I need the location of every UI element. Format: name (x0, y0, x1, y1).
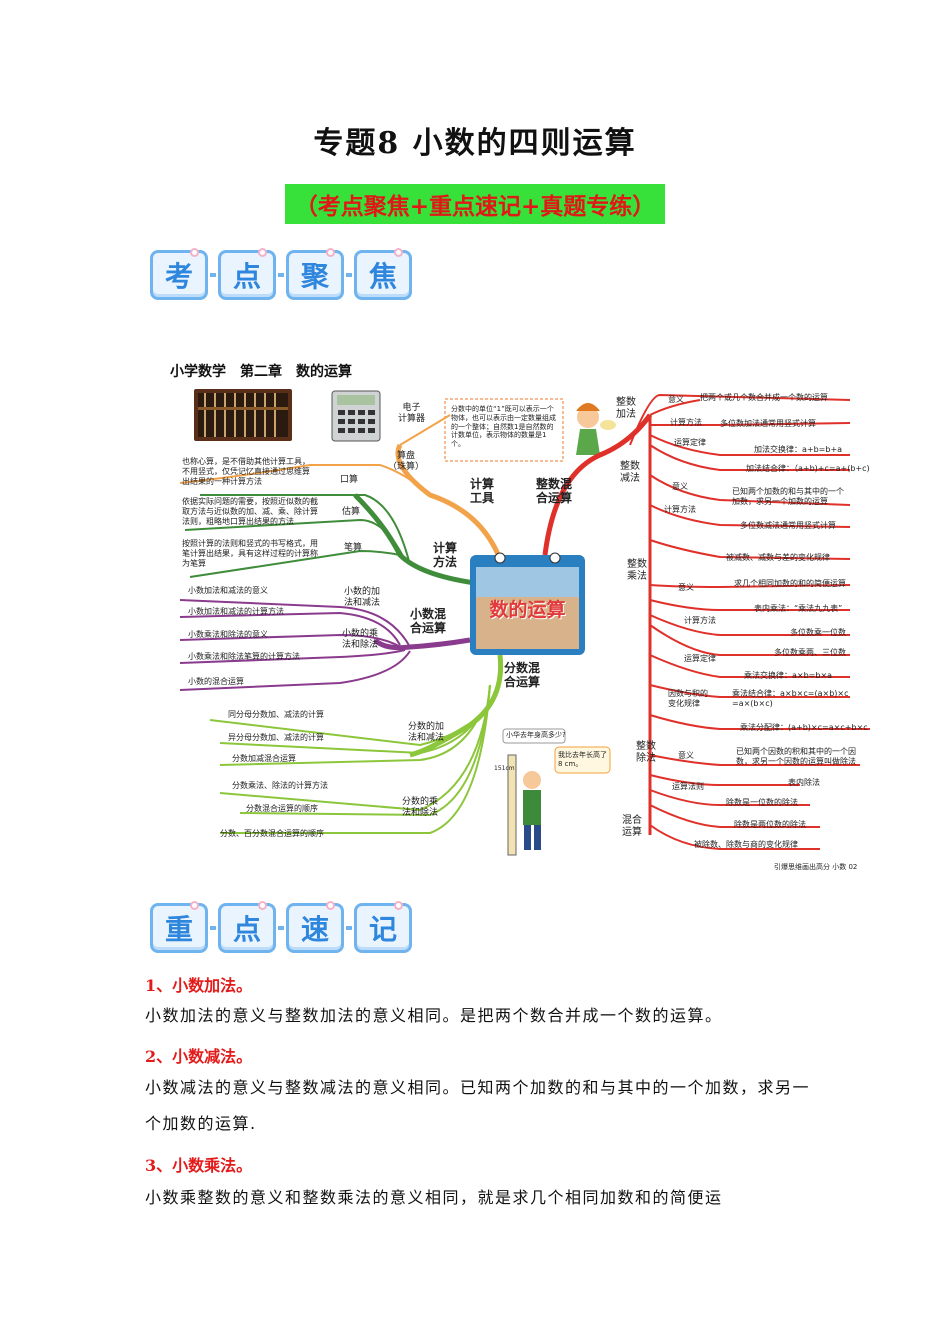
badge-char: 点 (218, 901, 276, 953)
add-assoc: 加法结合律：（a+b)+c=a+(b+c) (746, 464, 870, 473)
mul-meaning: 求几个相同加数的和的简便运算 (734, 579, 846, 588)
page-subtitle: （考点聚焦+重点速记+真题专练） (284, 184, 666, 224)
mind-map-title: 小学数学 第二章 数的运算 (170, 364, 352, 380)
add-comm: 加法交换律：a+b=b+a (754, 445, 843, 454)
node-fraction-add-sub: 分数的加 法和减法 (408, 722, 445, 743)
node-oral: 口算 (340, 475, 359, 485)
decimal-item: 小数加法和减法的计算方法 (188, 607, 284, 616)
written-desc: 按照计算的法则和竖式的书写格式，用笔计算出结果，具有这样过程的计算称为笔算 (182, 539, 318, 568)
div-two: 除数是两位数的除法 (734, 820, 806, 829)
node-written: 笔算 (344, 543, 363, 553)
sub-meaning: 已知两个加数的和与其中的一个加数，求另一个加数的运算 (732, 487, 844, 506)
add-meaning: 把两个或几个数合并成一个数的运算 (700, 393, 828, 402)
node-integer-mul: 整数 乘法 (627, 559, 647, 582)
div-table: 表内除法 (788, 778, 820, 787)
badge-row-keynotes: 重 点 速 记 (150, 901, 412, 953)
label-calc-method: 计算方法 (684, 616, 716, 625)
badge-char: 重 (150, 901, 208, 953)
section-text: 小数加法的意义与整数加法的意义相同。是把两个数合并成一个数的运算。 (145, 1006, 723, 1025)
div-meaning: 已知两个因数的积和其中的一个因数，求另一个因数的运算叫做除法 (736, 747, 856, 766)
mind-map-footer: 引爆思维画出高分 小数 02 (774, 863, 858, 871)
label-calc-method: 计算方法 (670, 418, 702, 427)
estimate-desc: 依据实际问题的需要，按照近似数的截取方法与近似数的加、减、乘、除计算法则，粗略地… (182, 497, 318, 526)
label-meaning: 意义 (668, 395, 684, 404)
mind-map-center: 数的运算 (489, 599, 566, 621)
badge-char: 速 (286, 901, 344, 953)
section-heading: 2、小数减法。 (145, 1047, 253, 1066)
label-factor-rule: 因数与积的 变化规律 (668, 689, 708, 708)
node-electronic-calculator: 电子 计算器 (398, 403, 426, 424)
node-estimate: 估算 (342, 507, 361, 517)
label-law: 运算定律 (684, 654, 716, 663)
node-decimal-mixed: 小数混 合运算 (410, 607, 447, 636)
div-change: 被除数、除数与商的变化规律 (694, 840, 798, 849)
decimal-item: 小数乘法和除法笔算的计算方法 (188, 652, 300, 661)
oral-desc: 也称心算，是不借助其他计算工具，不用竖式，仅凭记忆直接通过思维算出结果的一种计算… (182, 457, 310, 486)
node-tools: 计算 工具 (470, 477, 495, 506)
mul-dist: 乘法分配律：(a+b)×c=a×c+b×c (740, 723, 868, 732)
decimal-item: 小数乘法和除法的意义 (188, 630, 268, 639)
page-title: 专题8 小数的四则运算 (313, 126, 637, 161)
node-abacus: 算盘 （珠算） (388, 451, 425, 472)
fraction-item: 分数混合运算的顺序 (246, 804, 318, 813)
label-calc-method: 计算方法 (664, 505, 696, 514)
section-heading: 1、小数加法。 (145, 976, 253, 995)
height-question: 小华去年身高多少? (506, 731, 566, 739)
mul-assoc: 乘法结合律：a×b×c=(a×b)×c =a×(b×c) (732, 689, 849, 708)
fraction-item: 分数加减混合运算 (232, 754, 296, 763)
badge-row-focus: 考 点 聚 焦 (150, 248, 412, 300)
fraction-item: 异分母分数加、减法的计算 (228, 733, 324, 742)
label-meaning: 意义 (678, 583, 694, 592)
height-measure-icon (507, 754, 541, 856)
unit-note: 分数中的单位“1”既可以表示一个物体，也可以表示由一定数量组成的一个整体；自然数… (451, 405, 556, 448)
section-heading: 3、小数乘法。 (145, 1156, 253, 1175)
node-fraction-mul-div: 分数的乘 法和除法 (402, 797, 439, 818)
sub-method: 多位数减法通常用竖式计算 (740, 521, 836, 530)
node-decimal-mul-div: 小数的乘 法和除法 (342, 629, 379, 650)
div-one: 除数是一位数的除法 (726, 798, 798, 807)
node-integer-sub: 整数 减法 (620, 461, 640, 484)
label-meaning: 意义 (672, 482, 688, 491)
mul-table: 表内乘法：“乘法九九表” (754, 604, 843, 613)
mind-map-branches (179, 389, 870, 856)
section-text: 小数乘整数的意义和整数乘法的意义相同，就是求几个相同加数和的简便运 (145, 1188, 723, 1207)
calculator-icon (331, 390, 381, 442)
fraction-item: 分数、百分数混合运算的顺序 (220, 829, 324, 838)
sub-change: 被减数、减数与差的变化规律 (726, 553, 830, 562)
label-rule: 运算法则 (672, 782, 704, 791)
node-decimal-add-sub: 小数的加 法和减法 (344, 587, 381, 608)
badge-char: 点 (218, 248, 276, 300)
mul-comm: 乘法交换律：a×b=b×a (744, 671, 833, 680)
badge-char: 记 (354, 901, 412, 953)
abacus-icon (194, 389, 292, 441)
node-integer-mixed: 整数混 合运算 (536, 477, 573, 506)
mul-two: 多位数乘两、三位数 (774, 648, 846, 657)
node-mixed-ops: 混合 运算 (622, 815, 642, 838)
badge-char: 聚 (286, 248, 344, 300)
label-meaning: 意义 (678, 751, 694, 760)
label-law: 运算定律 (674, 438, 706, 447)
node-integer-div: 整数 除法 (636, 741, 656, 764)
badge-char: 考 (150, 248, 208, 300)
add-method: 多位数加法通常用竖式计算 (720, 419, 816, 428)
decimal-item: 小数的混合运算 (188, 677, 244, 686)
mind-map: 小学数学 第二章 数的运算 分数中的单位“1”既可以表示一个物体，也可以表示由一… (160, 355, 890, 875)
section-text: 小数减法的意义与整数减法的意义相同。已知两个加数的和与其中的一个加数，求另一个加… (145, 1078, 811, 1133)
height-answer: 我比去年长高了8 cm。 (558, 751, 607, 768)
fraction-item: 分数乘法、除法的计算方法 (232, 781, 328, 790)
badge-char: 焦 (354, 248, 412, 300)
height-label: 151cm (494, 765, 515, 772)
node-methods: 计算 方法 (433, 541, 458, 570)
fairy-icon (576, 403, 616, 455)
node-integer-add: 整数 加法 (616, 397, 636, 420)
decimal-item: 小数加法和减法的意义 (188, 586, 268, 595)
fraction-item: 同分母分数加、减法的计算 (228, 710, 324, 719)
mul-one: 多位数乘一位数 (790, 628, 846, 637)
node-fraction-mixed: 分数混 合运算 (504, 661, 541, 690)
